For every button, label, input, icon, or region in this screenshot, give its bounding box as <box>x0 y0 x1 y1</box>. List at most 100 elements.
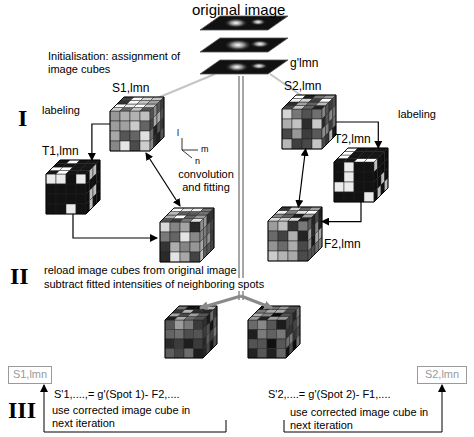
cube-cell <box>258 330 268 340</box>
cube-cell <box>292 109 302 119</box>
cube-cell <box>110 121 120 131</box>
cube-cell <box>175 320 185 330</box>
cube-cell <box>302 109 312 119</box>
cube-label: S1,lmn <box>112 81 149 95</box>
step-number: II <box>10 262 29 291</box>
axis-label: n <box>195 156 200 167</box>
cube-cell <box>364 162 374 172</box>
cube-cell <box>140 121 150 131</box>
cube-cell <box>268 251 278 261</box>
image-cube: T2,lmn <box>334 148 388 202</box>
arrow <box>322 202 361 222</box>
image-slice <box>200 16 288 30</box>
cube-label: F2,lmn <box>324 237 361 251</box>
cube-cell <box>120 141 130 151</box>
image-cube <box>160 208 214 262</box>
cube-cell <box>364 172 374 182</box>
cube-cell <box>180 222 190 232</box>
cube-cell <box>184 339 194 349</box>
center-double-line <box>242 76 244 300</box>
cube-cell <box>344 182 354 192</box>
cube-cell <box>120 121 130 131</box>
cube-cell <box>120 111 130 121</box>
cube-cell <box>46 204 56 214</box>
center-double-line <box>238 76 240 300</box>
image-spot <box>224 39 252 51</box>
double-arrow <box>146 153 180 206</box>
step-note: reload image cubes from original image <box>44 264 237 277</box>
cube-cell <box>282 119 292 129</box>
cube-cell <box>194 320 204 330</box>
image-cube: S1,lmn <box>110 97 164 151</box>
image-spot <box>250 63 268 70</box>
formula: S'1,....,= g'(Spot 1)- F2,.... <box>54 388 180 401</box>
image-spot <box>225 62 249 72</box>
cube-cell <box>248 349 258 359</box>
cube-cell <box>267 330 277 340</box>
cube-cell <box>258 320 268 330</box>
cube-cell <box>364 182 374 192</box>
variable-name: g'lmn <box>290 56 318 70</box>
cube-outline <box>110 97 164 151</box>
cube-cell <box>288 251 298 261</box>
cube-cell <box>194 339 204 349</box>
cube-cell <box>312 129 322 139</box>
cube-outline <box>165 306 217 358</box>
cube-cell <box>165 349 175 359</box>
cube-cell <box>165 330 175 340</box>
cube-cell <box>46 184 56 194</box>
step-number: I <box>18 104 27 133</box>
cube-cell <box>354 172 364 182</box>
cube-cell <box>165 339 175 349</box>
cube-cell <box>278 221 288 231</box>
cube-cell <box>344 172 354 182</box>
cube-cell <box>288 221 298 231</box>
cube-cell <box>288 231 298 241</box>
edge-label: labeling <box>42 104 80 117</box>
cube-cell <box>354 192 364 202</box>
cube-cell <box>76 204 86 214</box>
cube-cell <box>175 339 185 349</box>
cube-cell <box>110 131 120 141</box>
cube-cell <box>292 129 302 139</box>
cube-graphic <box>268 207 322 261</box>
cube-cell <box>298 241 308 251</box>
cube-cell <box>267 320 277 330</box>
arrow <box>73 214 157 238</box>
axis-label: m <box>201 144 209 155</box>
cube-label: T2,lmn <box>334 132 371 146</box>
cube-cell <box>140 111 150 121</box>
gray-arrow <box>200 296 241 308</box>
cube-cell <box>190 242 200 252</box>
cube-cell <box>302 119 312 129</box>
cube-cell <box>258 349 268 359</box>
cube-cell <box>278 231 288 241</box>
bracket <box>44 385 226 432</box>
cube-cell <box>190 232 200 242</box>
image-slice <box>200 38 288 52</box>
formula: S'2,....= g'(Spot 2)- F1,.... <box>268 388 391 401</box>
cube-cell <box>282 139 292 149</box>
cube-outline <box>268 207 322 261</box>
cube-cell <box>170 232 180 242</box>
cube-cell <box>76 174 86 184</box>
image-spot <box>250 40 270 48</box>
cube-cell <box>184 349 194 359</box>
cube-cell <box>364 192 374 202</box>
cube-cell <box>66 194 76 204</box>
cube-cell <box>66 204 76 214</box>
cube-cell <box>56 204 66 214</box>
cube-cell <box>190 222 200 232</box>
cube-cell <box>130 121 140 131</box>
cube-cell <box>56 184 66 194</box>
cube-graphic <box>282 95 336 149</box>
cube-cell <box>334 182 344 192</box>
cube-cell <box>140 141 150 151</box>
cube-cell <box>344 192 354 202</box>
cube-cell <box>175 349 185 359</box>
image-spot <box>224 18 248 28</box>
image-cube <box>248 306 300 358</box>
cube-cell <box>130 141 140 151</box>
cube-cell <box>248 320 258 330</box>
